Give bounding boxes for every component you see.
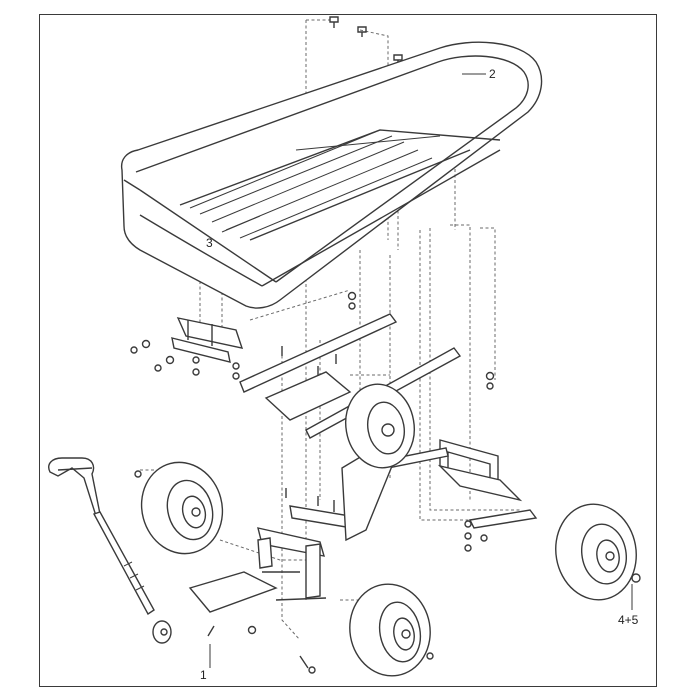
small-parts	[134, 470, 335, 674]
callout-3: 3	[206, 236, 213, 250]
pull-handle	[48, 457, 172, 644]
front-steering-frame	[188, 455, 393, 613]
callout-4-5: 4+5	[618, 613, 639, 627]
callout-2: 2	[489, 67, 496, 81]
cart-tray	[120, 41, 543, 309]
wheel-rear-center	[345, 383, 415, 469]
nuts-washers	[130, 291, 641, 660]
wheel-front-right	[349, 583, 431, 677]
rear-axle-bracket	[375, 439, 538, 529]
callout-leaders	[209, 73, 633, 668]
wheel-rear-right	[555, 503, 637, 601]
tray-bracket	[171, 317, 244, 363]
wheel-front-left	[140, 461, 224, 555]
callout-1: 1	[200, 668, 207, 682]
diagram-frame	[39, 14, 657, 687]
